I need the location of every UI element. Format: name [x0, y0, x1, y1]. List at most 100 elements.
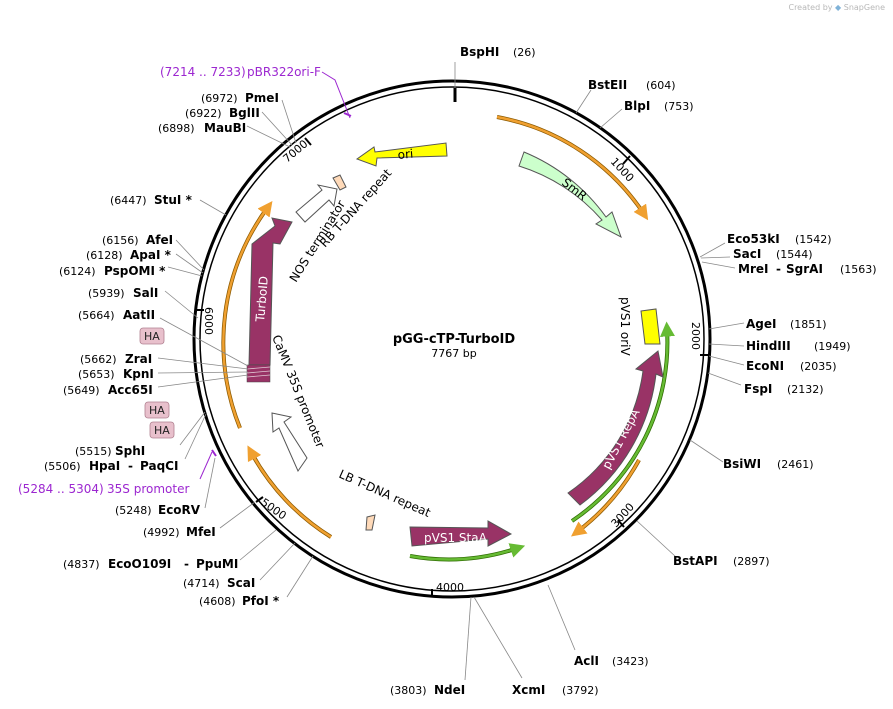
svg-text:(5664): (5664): [78, 309, 115, 322]
feature-rb-tdna-repeat[interactable]: RB T-DNA repeat: [317, 166, 395, 250]
site-agei[interactable]: AgeI (1851): [708, 317, 827, 331]
svg-text:LB T-DNA repeat: LB T-DNA repeat: [337, 467, 433, 520]
svg-text:pVS1 oriV: pVS1 oriV: [618, 297, 632, 357]
credit-prefix: Created by: [788, 3, 833, 12]
site-sphi[interactable]: SphI (5515): [75, 411, 206, 458]
tick-2000: 2000: [689, 322, 708, 356]
site-hindiii[interactable]: HindIII (1949): [708, 339, 851, 353]
feature-pvs1-staa[interactable]: pVS1 StaA: [409, 520, 513, 547]
site-econi[interactable]: EcoNI (2035): [708, 355, 837, 373]
svg-text:pBR322ori-F: pBR322ori-F: [247, 65, 321, 79]
svg-text:AclI: AclI: [574, 654, 599, 668]
site-ecorv[interactable]: EcoRV (5248): [115, 457, 216, 517]
site-blpi[interactable]: BlpI (753): [599, 99, 694, 129]
feature-pvs1-oriv[interactable]: pVS1 oriV: [618, 297, 661, 357]
site-pmei[interactable]: PmeI (6972): [201, 91, 297, 144]
svg-text:PpuMI: PpuMI: [196, 557, 238, 571]
svg-text:-: -: [776, 262, 781, 276]
map-size: 7767 bp: [431, 347, 476, 360]
svg-text:AatII: AatII: [123, 308, 155, 322]
svg-text:ScaI: ScaI: [227, 576, 255, 590]
site-bglii[interactable]: BglII (6922): [185, 106, 293, 146]
tick-6000: 6000: [196, 307, 215, 335]
site-sali[interactable]: SalI (5939): [88, 286, 199, 319]
svg-text:PmeI: PmeI: [245, 91, 279, 105]
svg-text:(6922): (6922): [185, 107, 222, 120]
svg-text:(4992): (4992): [143, 526, 180, 539]
site-xcmi[interactable]: XcmI (3792): [473, 596, 599, 697]
svg-text:-: -: [128, 459, 133, 473]
svg-text:(1851): (1851): [790, 318, 827, 331]
site-eco53ki[interactable]: Eco53kI (1542): [699, 232, 832, 258]
site-ecoo109i-ppumi[interactable]: EcoO109I - PpuMI (4837): [63, 529, 277, 571]
site-fspi[interactable]: FspI (2132): [707, 372, 824, 396]
svg-text:(7214 .. 7233): (7214 .. 7233): [160, 65, 246, 79]
svg-text:ori: ori: [397, 147, 414, 162]
site-bsphi[interactable]: BspHI (26): [454, 45, 536, 88]
site-bstapi[interactable]: BstAPI (2897): [636, 520, 770, 568]
feature-camv-35s-promoter[interactable]: CaMV 35S promoter: [269, 333, 327, 473]
svg-text:HpaI: HpaI: [89, 459, 120, 473]
ha-tag-2[interactable]: HA: [144, 401, 170, 419]
svg-text:Eco53kI: Eco53kI: [727, 232, 780, 246]
svg-text:(6128): (6128): [86, 249, 123, 262]
site-mrei-sgrai[interactable]: MreI - SgrAI (1563): [701, 261, 877, 276]
ha-band: [246, 364, 271, 383]
feature-turboid[interactable]: TurboID: [248, 217, 293, 366]
svg-text:(6124): (6124): [59, 265, 96, 278]
svg-text:(4837): (4837): [63, 558, 100, 571]
svg-text:TurboID: TurboID: [253, 275, 271, 323]
svg-text:(3792): (3792): [562, 684, 599, 697]
site-mfei[interactable]: MfeI (4992): [143, 501, 256, 539]
svg-text:(5939): (5939): [88, 287, 125, 300]
svg-text:(6447): (6447): [110, 194, 147, 207]
orf-arrow-left-lower: [249, 451, 333, 539]
site-saci[interactable]: SacI (1544): [700, 247, 813, 261]
feature-smr[interactable]: SmR: [518, 151, 622, 239]
svg-text:(1563): (1563): [840, 263, 877, 276]
svg-text:BsiWI: BsiWI: [723, 457, 761, 471]
site-stui[interactable]: StuI * (6447): [110, 193, 227, 216]
svg-text:(5248): (5248): [115, 504, 152, 517]
svg-text:StuI *: StuI *: [154, 193, 193, 207]
primer-pbr322ori-f[interactable]: (7214 .. 7233) pBR322ori-F: [160, 65, 352, 119]
svg-text:(1542): (1542): [795, 233, 832, 246]
ha-tag-3[interactable]: HA: [149, 421, 175, 439]
svg-text:(5284 .. 5304): (5284 .. 5304): [18, 482, 104, 496]
ha-tag-1[interactable]: HA: [139, 327, 165, 345]
site-scai[interactable]: ScaI (4714): [183, 542, 296, 590]
site-afei[interactable]: AfeI (6156): [102, 233, 205, 271]
svg-text:AfeI: AfeI: [146, 233, 173, 247]
svg-text:EcoNI: EcoNI: [746, 359, 784, 373]
svg-text:-: -: [184, 557, 189, 571]
site-maubi[interactable]: MauBI (6898): [158, 121, 291, 148]
svg-text:Acc65I: Acc65I: [108, 383, 153, 397]
svg-text:(4608): (4608): [199, 595, 236, 608]
site-zrai[interactable]: ZraI (5662): [80, 352, 249, 370]
site-bsiwi[interactable]: BsiWI (2461): [689, 439, 814, 471]
primer-35s-promoter[interactable]: (5284 .. 5304) 35S promoter: [18, 449, 217, 496]
site-ndei[interactable]: NdeI (3803): [390, 596, 472, 697]
svg-text:NdeI: NdeI: [434, 683, 465, 697]
site-kpni[interactable]: KpnI (5653): [78, 367, 249, 381]
svg-text:1000: 1000: [608, 155, 637, 184]
credit-brand: SnapGene: [843, 3, 885, 12]
site-aatii[interactable]: AatII (5664): [78, 308, 249, 367]
feature-lb-tdna-repeat[interactable]: LB T-DNA repeat: [337, 467, 433, 531]
feature-ori[interactable]: ori: [355, 142, 448, 167]
site-pfoi[interactable]: PfoI * (4608): [199, 555, 314, 608]
svg-text:2000: 2000: [689, 322, 702, 350]
svg-text:(2132): (2132): [787, 383, 824, 396]
site-apai[interactable]: ApaI * (6128): [86, 248, 204, 274]
site-pspomi[interactable]: PspOMI * (6124): [59, 264, 203, 278]
site-acli[interactable]: AclI (3423): [547, 584, 649, 668]
site-acc65i[interactable]: Acc65I (5649): [63, 374, 249, 397]
site-bsteii[interactable]: BstEII (604): [575, 78, 676, 114]
site-hpai-paqci[interactable]: HpaI - PaqCI (5506): [44, 413, 207, 473]
svg-text:EcoRV: EcoRV: [158, 503, 201, 517]
svg-text:(6898): (6898): [158, 122, 195, 135]
svg-text:pVS1 StaA: pVS1 StaA: [424, 531, 488, 545]
svg-text:(753): (753): [664, 100, 694, 113]
svg-text:SphI: SphI: [115, 444, 145, 458]
